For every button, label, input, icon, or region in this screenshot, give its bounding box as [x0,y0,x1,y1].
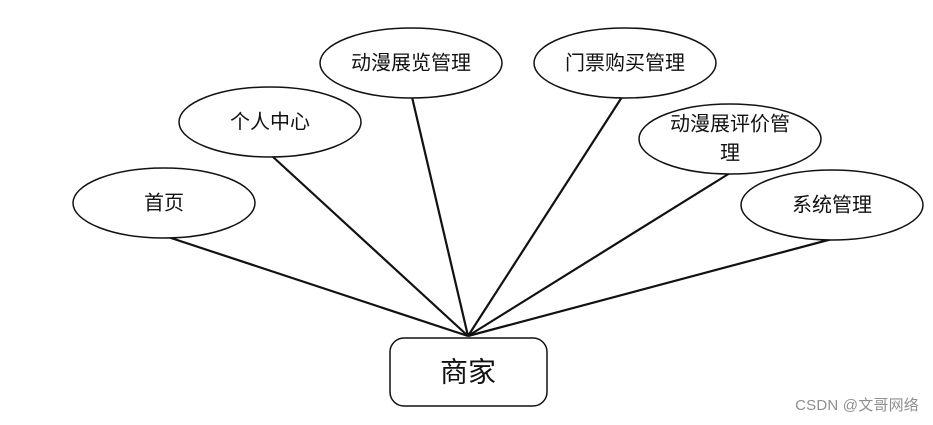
center-node-merchant: 商家 [389,337,548,407]
node-shape [533,27,717,99]
connector-anime-exhibition-management [410,96,470,337]
node-shape [72,167,256,239]
node-label-personal-center: 个人中心 [230,110,310,134]
node-system-management: 系统管理 [740,169,924,241]
node-ticket-purchase-management: 门票购买管理 [533,27,717,99]
center-node-shape [389,337,548,407]
node-shape [740,169,924,241]
node-label-anime-exhibition-review-management-line-2: 理 [720,141,740,165]
connector-home [167,235,469,338]
node-label-anime-exhibition-review-management-line-1: 动漫展评价管 [670,112,790,136]
node-shape [319,27,503,99]
connectors [167,96,833,338]
node-anime-exhibition-review-management: 动漫展评价管 理 [638,103,822,175]
node-shape [638,103,822,175]
connector-ticket-purchase-management [467,96,623,337]
node-shape [178,86,362,158]
connector-anime-exhibition-review-management [467,172,731,337]
connector-system-management [467,237,833,338]
node-home: 首页 [72,167,256,239]
node-label-ticket-purchase-management: 门票购买管理 [565,51,685,75]
node-label-system-management: 系统管理 [792,193,872,217]
node-personal-center: 个人中心 [178,86,362,158]
watermark: CSDN @文哥网络 [795,397,919,414]
connector-personal-center [271,155,469,337]
node-label-anime-exhibition-management: 动漫展览管理 [351,51,471,75]
node-label-home: 首页 [144,191,184,215]
node-anime-exhibition-management: 动漫展览管理 [319,27,503,99]
center-node-label: 商家 [440,356,496,389]
